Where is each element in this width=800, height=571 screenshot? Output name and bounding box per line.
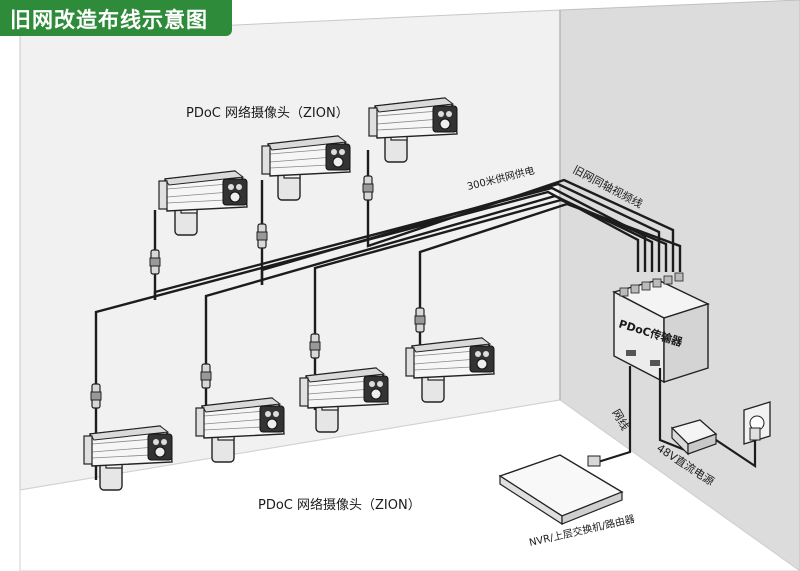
nvr-device [498, 454, 624, 526]
power-adapter [670, 419, 718, 456]
pdoc-transmitter: PDoC传输器 [612, 272, 710, 384]
wall-socket [743, 401, 771, 445]
camera-group-bottom-label: PDoC 网络摄像头（ZION） [258, 497, 421, 513]
title-badge: 旧网改造布线示意图 [0, 0, 232, 36]
network-cable [597, 366, 632, 464]
floor [19, 399, 800, 571]
rj45-plug [587, 455, 601, 467]
power-cable [658, 368, 691, 454]
camera-group-top-label: PDoC 网络摄像头（ZION） [186, 105, 349, 121]
coax-cable-bundle [94, 150, 682, 480]
page-title: 旧网改造布线示意图 [10, 8, 208, 32]
